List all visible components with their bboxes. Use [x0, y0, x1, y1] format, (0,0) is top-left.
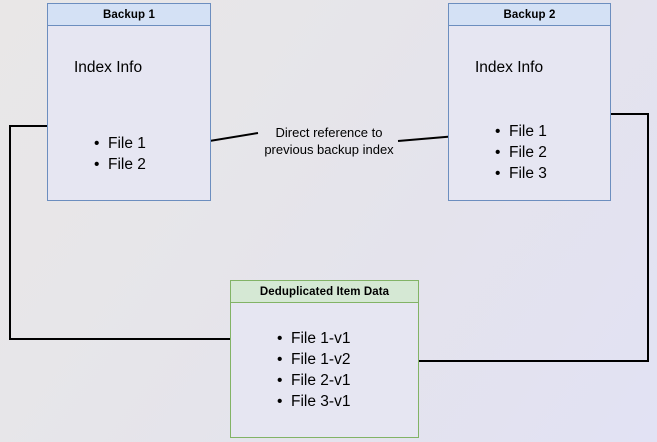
- node-backup-2-header: Backup 2: [449, 4, 610, 26]
- list-item: File 2: [495, 142, 547, 163]
- backup-2-index-info-label: Index Info: [475, 59, 544, 76]
- list-item: File 1: [495, 121, 547, 142]
- list-item: File 2: [94, 154, 146, 175]
- node-dedup-header: Deduplicated Item Data: [231, 281, 418, 303]
- edge-label-line-1: Direct reference to: [275, 125, 383, 140]
- node-backup-1-header: Backup 1: [48, 4, 210, 26]
- list-item: File 3-v1: [277, 391, 351, 412]
- list-item: File 3: [495, 163, 547, 184]
- node-backup-1-body: Index Info File 1 File 2: [48, 26, 210, 200]
- node-dedup-body: File 1-v1 File 1-v2 File 2-v1 File 3-v1: [231, 303, 418, 437]
- backup-1-index-info-label: Index Info: [74, 59, 143, 76]
- edge-label-direct-reference: Direct reference to previous backup inde…: [263, 124, 395, 158]
- node-backup-2[interactable]: Backup 2 Index Info File 1 File 2 File 3: [448, 3, 611, 201]
- backup-2-file-list: File 1 File 2 File 3: [493, 121, 547, 184]
- edge-label-line-2: previous backup index: [264, 142, 394, 157]
- list-item: File 1-v1: [277, 328, 351, 349]
- node-deduplicated-item-data[interactable]: Deduplicated Item Data File 1-v1 File 1-…: [230, 280, 419, 438]
- list-item: File 1: [94, 133, 146, 154]
- backup-1-file-list: File 1 File 2: [92, 133, 146, 175]
- list-item: File 1-v2: [277, 349, 351, 370]
- node-backup-1[interactable]: Backup 1 Index Info File 1 File 2: [47, 3, 211, 201]
- list-item: File 2-v1: [277, 370, 351, 391]
- dedup-file-list: File 1-v1 File 1-v2 File 2-v1 File 3-v1: [275, 328, 351, 412]
- node-backup-2-body: Index Info File 1 File 2 File 3: [449, 26, 610, 200]
